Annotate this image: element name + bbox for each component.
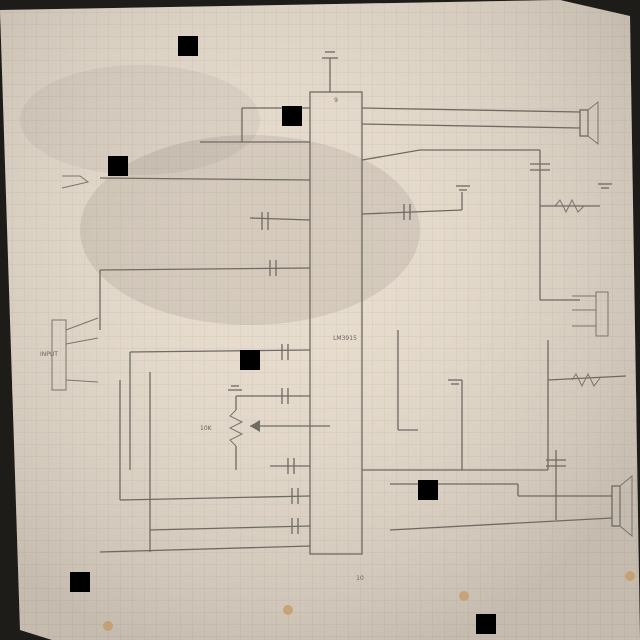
- redaction-square: [70, 572, 90, 592]
- ic-body: [309, 91, 363, 555]
- input-jack: INPUT: [40, 317, 99, 391]
- ic-pin-top-label: 9: [334, 97, 338, 104]
- binder-hole: [103, 621, 113, 631]
- ground-symbol: [448, 379, 462, 385]
- redaction-square: [476, 614, 496, 634]
- binder-hole: [459, 591, 469, 601]
- speaker-top: [579, 100, 599, 146]
- jack-body: [51, 319, 67, 391]
- right-wiring: [361, 107, 627, 531]
- ic-bottom-label: 10: [356, 575, 364, 582]
- redaction-square: [418, 480, 438, 500]
- capacitor: [291, 518, 299, 534]
- binder-hole: [625, 571, 635, 581]
- potentiometer: 10K: [200, 396, 244, 470]
- speaker-bottom: [611, 474, 633, 538]
- redaction-square: [108, 156, 128, 176]
- capacitor: [403, 204, 411, 220]
- capacitor: [287, 458, 295, 474]
- ground-symbol: [456, 185, 470, 191]
- ground-symbol: [598, 183, 612, 189]
- right-connector: [572, 291, 609, 337]
- ic-part-label: LM3915: [333, 335, 357, 342]
- capacitors: [269, 163, 566, 534]
- redaction-square: [240, 350, 260, 370]
- redaction-marks: [70, 36, 496, 634]
- ground-symbol: [228, 385, 242, 391]
- input-label: INPUT: [40, 351, 58, 358]
- redaction-square: [282, 106, 302, 126]
- ground-symbols: [228, 183, 612, 391]
- capacitor: [530, 163, 550, 171]
- power-symbol-top: [322, 51, 338, 92]
- ic-chip: 9 LM3915 10: [309, 91, 364, 582]
- binder-hole: [283, 605, 293, 615]
- capacitor: [281, 344, 289, 360]
- capacitor: [546, 459, 566, 467]
- capacitor: [269, 260, 277, 276]
- left-wiring: [61, 107, 330, 553]
- capacitor: [291, 488, 299, 504]
- redaction-square: [178, 36, 198, 56]
- binder-holes: [103, 571, 635, 631]
- capacitor: [281, 388, 289, 404]
- pot-label: 10K: [200, 425, 213, 432]
